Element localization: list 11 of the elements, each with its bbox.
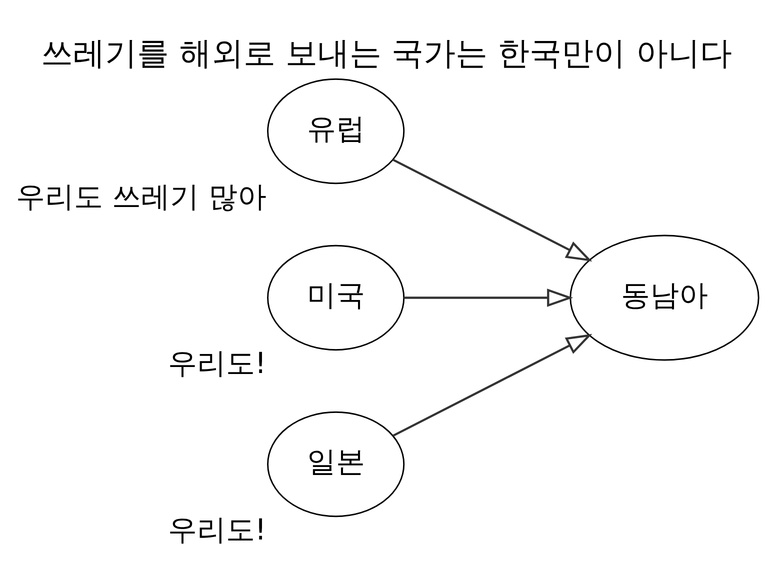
arrow xyxy=(404,288,574,306)
node-ellipse: 미국 xyxy=(267,244,405,350)
node-label: 우리도! xyxy=(168,512,266,546)
node-label: 우리도 쓰레기 많아 xyxy=(16,179,266,214)
arrow xyxy=(392,158,592,262)
node-ellipse: 동남아 xyxy=(570,234,760,360)
diagram-title: 쓰레기를 해외로 보내는 국가는 한국만이 아니다 xyxy=(41,34,732,72)
node-label: 우리도! xyxy=(168,346,266,380)
arrow xyxy=(392,333,592,436)
node-ellipse: 일본 xyxy=(267,410,405,517)
node-ellipse: 유럽 xyxy=(267,78,405,184)
